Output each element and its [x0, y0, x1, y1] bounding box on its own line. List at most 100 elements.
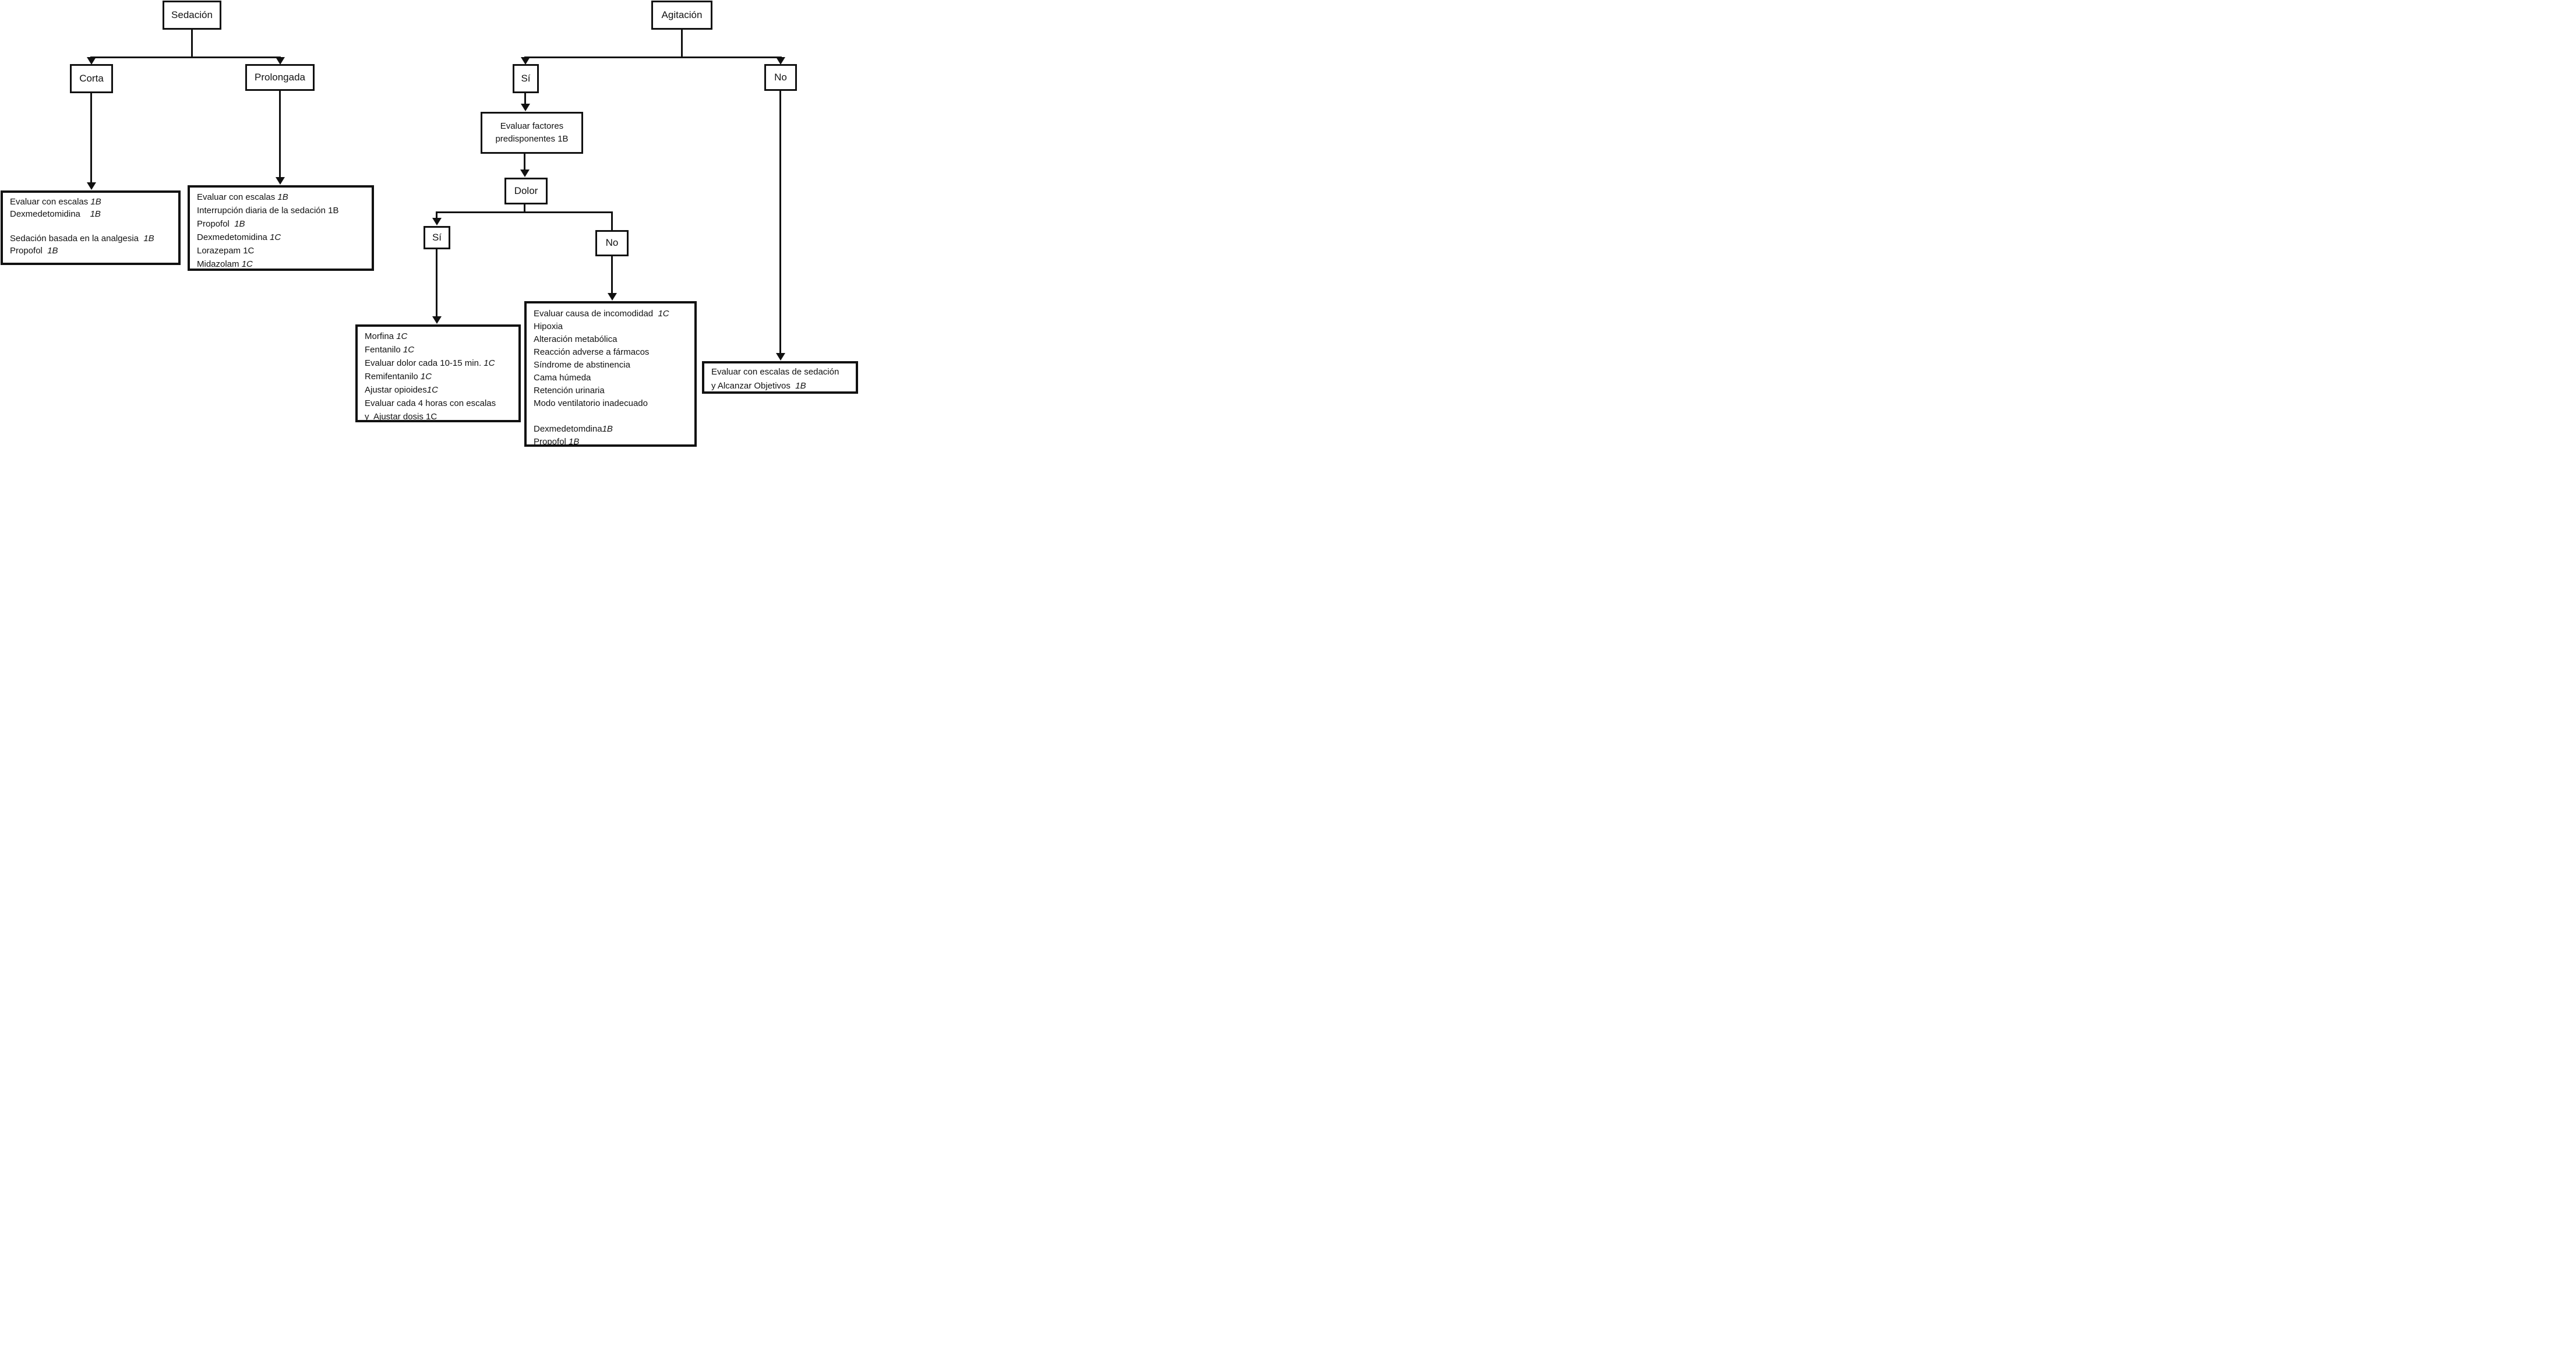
agitacion-split-connector — [524, 56, 782, 58]
no-agitacion-box: No — [764, 64, 797, 91]
factores-box: Evaluar factores predisponentes 1B — [481, 112, 583, 154]
dolor-stub-connector — [524, 204, 525, 211]
arrowhead-into-dolor — [520, 169, 530, 177]
no-dolor-box: No — [595, 230, 629, 256]
outcome-line: Fentanilo 1C — [365, 345, 415, 355]
no-agitacion-label: No — [774, 71, 787, 83]
arrowhead-into-morfina-box — [432, 316, 442, 324]
evidence-grade: 1C — [243, 246, 255, 256]
evidence-grade: 1C — [426, 412, 437, 422]
outcome-line: Evaluar con escalas 1B — [197, 192, 288, 202]
arrowhead-into-prolongada-outcome — [276, 177, 285, 185]
dolor-box: Dolor — [504, 178, 548, 204]
no-agitacion-to-objetivos-connector — [779, 91, 781, 353]
agitacion-stub-connector — [681, 30, 683, 57]
evidence-grade: 1B — [90, 209, 101, 219]
agitacion-box: Agitación — [651, 1, 712, 30]
sedacion-label: Sedación — [171, 9, 213, 20]
agitacion-label: Agitación — [661, 9, 703, 20]
evidence-grade: 1B — [277, 192, 288, 202]
prolongada-outcome-box: Evaluar con escalas 1B Interrupción diari… — [188, 185, 374, 271]
evidence-grade: 1C — [270, 232, 281, 242]
arrowhead-into-corta — [87, 57, 96, 65]
outcome-line: Síndrome de abstinencia — [534, 360, 630, 370]
dolor-label: Dolor — [514, 185, 538, 196]
evidence-grade: 1C — [484, 358, 495, 368]
evidence-grade: 1B — [47, 246, 58, 256]
outcome-line — [10, 220, 176, 232]
outcome-line: y Ajustar dosis 1C — [365, 412, 437, 422]
evidence-grade: 1B — [602, 424, 613, 434]
outcome-line: Propofol 1B — [197, 219, 245, 229]
objetivos-outcome-box: Evaluar con escalas de sedación y Alcanza… — [702, 361, 858, 394]
outcome-line: Dexmedetomidina 1C — [197, 232, 281, 242]
corta-box: Corta — [70, 64, 113, 93]
dolor-si-connector — [436, 211, 437, 218]
prolongada-outcome-connector — [279, 91, 281, 177]
outcome-line: Reacción adverse a fármacos — [534, 347, 650, 357]
factores-line2: predisponentes 1B — [495, 134, 569, 144]
outcome-line: Modo ventilatorio inadecuado — [534, 398, 648, 408]
outcome-line: Evaluar cada 4 horas con escalas — [365, 398, 496, 408]
factores-to-dolor-connector — [524, 154, 525, 169]
outcome-line: Evaluar dolor cada 10-15 min. 1C — [365, 358, 495, 368]
si-to-factores-connector — [524, 93, 526, 104]
arrowhead-into-no-agitacion — [776, 57, 785, 65]
corta-label: Corta — [79, 72, 104, 84]
dolor-no-connector — [611, 211, 613, 230]
si-dolor-label: Sí — [432, 231, 442, 243]
si-agitacion-label: Sí — [521, 72, 531, 84]
outcome-line: Ajustar opioides1C — [365, 385, 438, 395]
arrowhead-into-objetivos-box — [776, 353, 785, 361]
evidence-grade: 1B — [569, 437, 580, 447]
no-dolor-label: No — [605, 237, 619, 249]
sedacion-stub-connector — [191, 30, 193, 57]
dolor-split-connector — [436, 211, 613, 213]
arrowhead-into-prolongada — [276, 57, 285, 65]
prolongada-label: Prolongada — [255, 71, 305, 83]
outcome-line: Retención urinaria — [534, 386, 605, 395]
outcome-line — [534, 410, 692, 423]
evidence-grade: 1B — [234, 219, 245, 229]
outcome-line: Propofol 1B — [534, 437, 580, 447]
arrowhead-into-corta-outcome — [87, 182, 96, 190]
outcome-line: Evaluar con escalas de sedación — [711, 367, 839, 377]
evidence-grade: 1B — [795, 381, 806, 391]
outcome-line: Remifentanilo 1C — [365, 372, 432, 382]
sedacion-split-connector — [90, 56, 281, 58]
outcome-line: Propofol 1B — [10, 246, 58, 256]
evidence-grade: 1C — [658, 309, 669, 319]
outcome-line: Cama húmeda — [534, 373, 591, 383]
outcome-line: y Alcanzar Objetivos 1B — [711, 381, 806, 391]
corta-outcome-connector — [90, 93, 92, 182]
arrowhead-into-factores — [521, 104, 530, 111]
factores-line1: Evaluar factores — [500, 121, 564, 131]
evidence-grade: 1B — [328, 206, 339, 216]
sedacion-box: Sedación — [163, 1, 221, 30]
arrowhead-into-si-agitacion — [521, 57, 530, 65]
evidence-grade: 1C — [396, 331, 408, 341]
outcome-line: Hipoxia — [534, 322, 563, 331]
si-dolor-to-morfina-connector — [436, 249, 437, 316]
flowchart-canvas: Sedación Corta Prolongada Evaluar con es… — [0, 0, 859, 450]
arrowhead-into-si-dolor — [432, 218, 442, 225]
si-agitacion-box: Sí — [513, 64, 539, 93]
arrowhead-into-causa-box — [608, 293, 617, 301]
outcome-line: Evaluar con escalas 1B — [10, 197, 101, 207]
outcome-line: Dexmedetomdina1B — [534, 424, 613, 434]
evidence-grade: 1C — [426, 385, 438, 395]
evidence-grade: 1B — [90, 197, 101, 207]
evidence-grade: 1C — [403, 345, 415, 355]
evidence-grade: 1C — [420, 372, 432, 382]
evidence-grade: 1B — [143, 234, 154, 243]
outcome-line: Evaluar causa de incomodidad 1C — [534, 309, 669, 319]
outcome-line: Lorazepam 1C — [197, 246, 255, 256]
outcome-line: Midazolam 1C — [197, 259, 253, 269]
si-dolor-box: Sí — [424, 226, 450, 249]
no-dolor-to-causa-connector — [611, 256, 613, 293]
outcome-line: Interrupción diaria de la sedación 1B — [197, 206, 339, 216]
evidence-grade: 1C — [241, 259, 253, 269]
